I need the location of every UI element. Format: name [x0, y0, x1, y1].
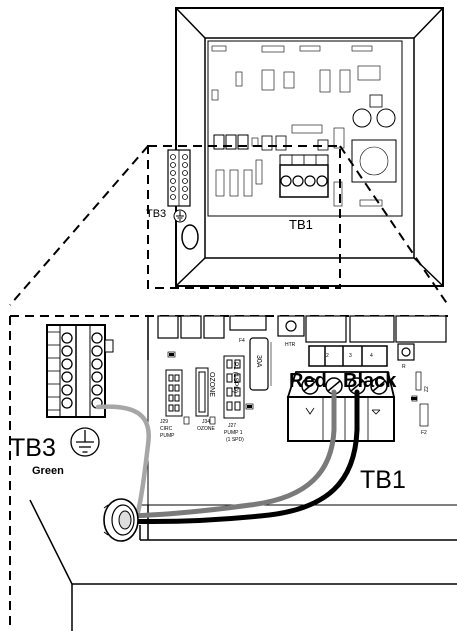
z2-label: Z2	[424, 386, 430, 392]
connector-j34	[195, 367, 209, 417]
connector-j27	[223, 355, 245, 419]
detail-tb1-block	[286, 371, 396, 442]
terminal-number-2: 2	[326, 353, 329, 359]
ground-wire-color-label: Green	[32, 465, 64, 477]
ozone-vertical-label: OZONE	[208, 372, 215, 397]
detail-tb1-header	[308, 345, 388, 367]
ground-icon	[70, 427, 100, 457]
black-wire	[117, 389, 360, 524]
detail-tb1-label: TB1	[360, 466, 406, 494]
j27-sub2: (1 SPD)	[226, 437, 244, 443]
p1-vertical-label: P1 (1SPD)	[232, 362, 239, 393]
terminal-number-4: 4	[370, 353, 373, 359]
overview-tb1-label: TB1	[289, 217, 313, 232]
connector-j29	[165, 369, 183, 417]
silkscreen-marks	[169, 353, 417, 408]
cable-gland	[103, 498, 139, 542]
j34-label: J34	[202, 419, 210, 425]
green-ground-wire	[95, 404, 151, 515]
detail-tb3-block	[46, 324, 114, 418]
fuse-f4-rating: 30A	[255, 355, 262, 368]
overview-tb3-block	[167, 149, 191, 207]
f4-label: F4	[239, 338, 245, 344]
terminal-number-3: 3	[349, 353, 352, 359]
detail-top-components	[157, 315, 447, 361]
wire-red-label: Red	[289, 370, 327, 392]
j27-sub1: PUMP 1	[224, 430, 243, 436]
j29-label: J29	[160, 419, 168, 425]
j27-label: J27	[228, 423, 236, 429]
heater-label: HTR	[285, 342, 296, 348]
overview-tb3-label: TB3	[146, 208, 166, 220]
overview-ground-icon	[173, 209, 187, 223]
f2-label: F2	[421, 430, 427, 436]
wires	[95, 389, 360, 524]
red-wire	[117, 389, 337, 519]
detail-tb3-label: TB3	[10, 434, 56, 462]
small-component-label: R	[402, 364, 406, 370]
overview-tb1-block	[279, 154, 329, 198]
j29-sub2: PUMP	[160, 433, 175, 439]
j29-sub1: CIRC	[160, 426, 173, 432]
j34-sub: OZONE	[197, 426, 215, 432]
wire-black-label: Black	[343, 370, 397, 392]
fuse-f4	[249, 337, 272, 391]
